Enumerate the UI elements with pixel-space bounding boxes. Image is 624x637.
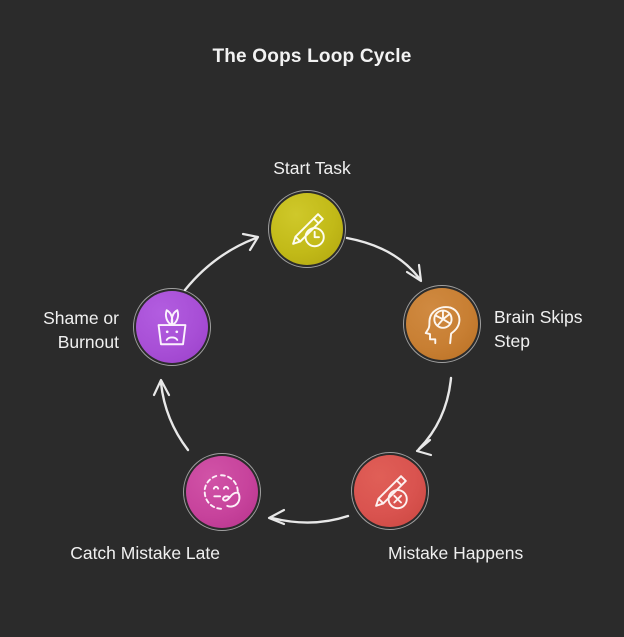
cycle-label-brain-skips-step: Brain Skips Step [494, 307, 583, 351]
cycle-node-mistake-happens[interactable] [351, 452, 429, 530]
facepalm-icon [203, 474, 241, 510]
arrow-mistake-to-catch [267, 508, 350, 526]
head-brain-icon [424, 306, 461, 345]
arrow-brain-to-mistake [415, 376, 453, 457]
page-title: The Oops Loop Cycle [212, 46, 412, 67]
pencil-error-icon [375, 475, 408, 510]
cycle-label-start-task: Start Task [273, 158, 351, 178]
cycle-label-catch-mistake-late: Catch Mistake Late [70, 543, 220, 563]
cycle-label-shame-or-burnout: Shame or Burnout [43, 308, 119, 352]
cycle-node-shame-or-burnout[interactable] [133, 288, 211, 366]
arrow-shame-to-start [183, 232, 260, 292]
cycle-node-start-task[interactable] [268, 190, 346, 268]
cycle-node-brain-skips-step[interactable] [403, 285, 481, 363]
cycle-node-catch-mistake-late[interactable] [183, 453, 261, 531]
arrow-start-to-brain [345, 236, 423, 283]
arrow-catch-to-shame [152, 378, 190, 452]
cycle-label-mistake-happens: Mistake Happens [388, 543, 524, 563]
sad-plant-pot-icon [157, 309, 187, 346]
pencil-clock-icon [292, 213, 325, 248]
